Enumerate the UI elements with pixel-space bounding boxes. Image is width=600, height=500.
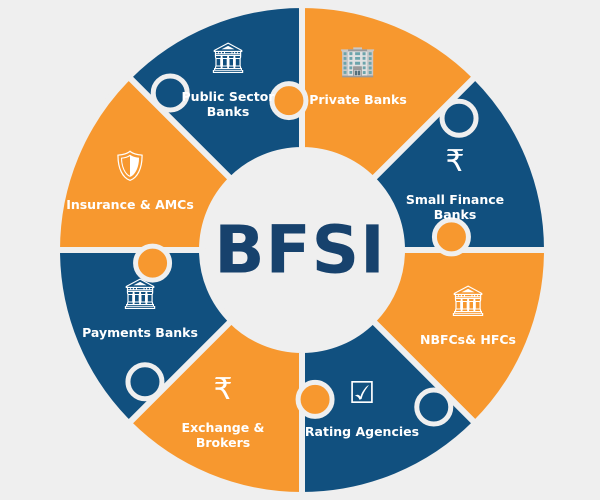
center-title: BFSI: [214, 211, 386, 289]
segment-rating-agencies: [299, 316, 480, 499]
segment-label: Private Banks: [309, 92, 407, 107]
bank-coins-icon: 🏛: [120, 277, 160, 312]
segment-label: NBFCs& HFCs: [419, 332, 516, 347]
center-circle: [205, 153, 399, 347]
segment-nbfcs-hfcs: [368, 247, 551, 428]
segment-payments-banks: [53, 247, 236, 428]
shield-hands-icon: 🛡: [110, 149, 150, 184]
puzzle-knob: [431, 217, 471, 257]
segment-label: Rating Agencies: [304, 424, 420, 439]
puzzle-knob: [125, 362, 165, 402]
puzzle-knob: [414, 387, 454, 427]
rupee-hand-icon: ₹: [445, 144, 465, 179]
segment-insurance-amcs: [53, 72, 236, 253]
segment-exchange-brokers: [124, 316, 305, 499]
checklist-icon: ☑: [348, 376, 376, 411]
segment-label: Insurance & AMCs: [66, 197, 194, 212]
bank-icon: 🏛: [448, 284, 488, 319]
puzzle-knob: [439, 98, 479, 138]
puzzle-knob: [150, 73, 190, 113]
segment-label: Payments Banks: [82, 325, 198, 340]
puzzle-knob: [269, 81, 309, 121]
puzzle-knob: [133, 243, 173, 283]
segment-label: Exchange & Brokers: [181, 420, 265, 450]
segment-small-finance-banks: [368, 72, 551, 253]
segment-public-sector-banks: [124, 1, 305, 184]
building-icon: 🏢: [339, 44, 377, 79]
bank-icon: 🏛: [208, 41, 248, 76]
segment-label: Small Finance Banks: [405, 192, 505, 222]
segment-private-banks: [299, 1, 480, 184]
broker-icon: ₹: [213, 372, 233, 407]
puzzle-knob: [295, 379, 335, 419]
segment-label: Public Sector Banks: [181, 89, 275, 119]
